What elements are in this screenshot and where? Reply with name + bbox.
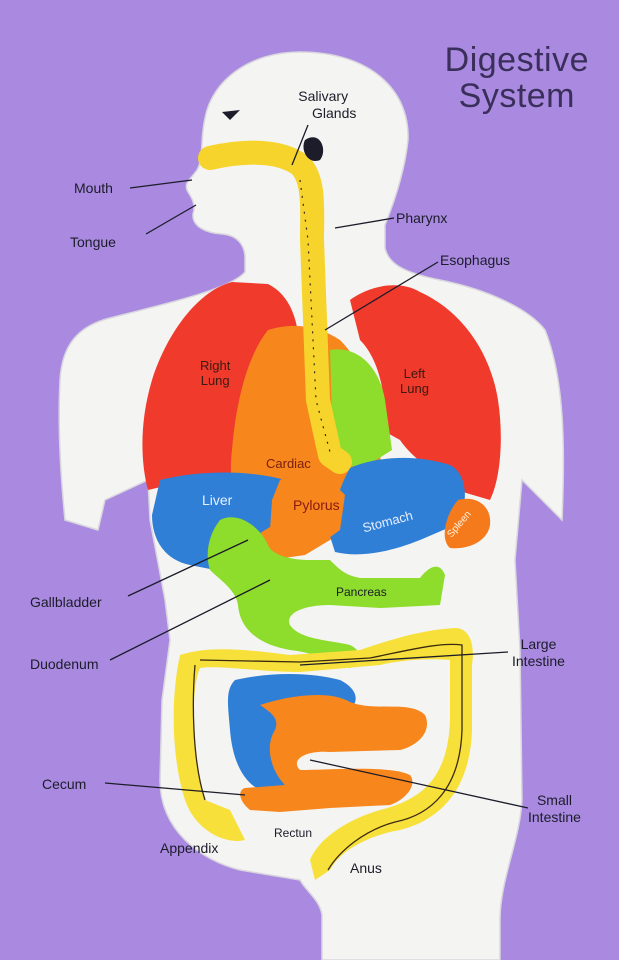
small-intestine-orange-shape: [240, 694, 428, 812]
upper-stomach-shape: [330, 349, 392, 470]
label-right-lung-line1: Right: [200, 358, 231, 373]
spleen-shape: [444, 498, 491, 549]
label-esophagus: Esophagus: [440, 252, 511, 268]
label-pylorus: Pylorus: [293, 497, 340, 513]
right-lung-shape: [142, 282, 300, 490]
label-duodenum: Duodenum: [30, 656, 99, 672]
title-line-2: System: [458, 77, 575, 115]
label-salivary-glands: Salivary Glands: [290, 88, 356, 122]
large-intestine-shape: [173, 628, 473, 880]
label-left-lung-line2: Lung: [400, 381, 429, 396]
esophagus-tube: [198, 140, 352, 474]
label-gallbladder: Gallbladder: [30, 594, 102, 610]
salivary-gland-dot: [303, 137, 324, 161]
label-tongue: Tongue: [70, 234, 116, 250]
title-line-1: Digestive: [444, 41, 589, 79]
stomach-shape: [328, 457, 465, 555]
label-right-lung-line2: Lung: [200, 373, 230, 388]
duodenum-pancreas-shape: [207, 517, 445, 668]
label-left-lung: Left Lung: [400, 366, 429, 396]
pylorus-shape: [270, 475, 345, 548]
label-small-intestine: Small Intestine: [528, 792, 581, 826]
label-mouth: Mouth: [74, 180, 113, 196]
label-anus: Anus: [350, 860, 382, 876]
label-rectum: Rectun: [274, 826, 313, 840]
left-lung-shape: [350, 285, 501, 500]
label-liver: Liver: [202, 492, 233, 508]
label-left-lung-line1: Left: [403, 366, 426, 381]
leader-lines: [104, 124, 529, 809]
diagram-title: Digestive System: [445, 42, 589, 114]
label-cecum: Cecum: [42, 776, 87, 792]
label-large-intestine: Large Intestine: [512, 636, 565, 670]
label-large-intestine-line2: Intestine: [512, 653, 565, 669]
label-salivary-line2: Glands: [312, 105, 357, 121]
label-pharynx: Pharynx: [396, 210, 448, 226]
label-right-lung: Right Lung: [200, 358, 230, 388]
label-small-intestine-line2: Intestine: [528, 809, 581, 825]
esophagus-ridges: [299, 179, 331, 453]
label-cardiac: Cardiac: [266, 456, 311, 471]
label-appendix: Appendix: [160, 840, 219, 856]
label-pancreas: Pancreas: [336, 585, 387, 599]
large-intestine-line: [192, 643, 463, 871]
label-salivary-line1: Salivary: [298, 88, 349, 104]
label-large-intestine-line1: Large: [520, 636, 557, 652]
label-small-intestine-line1: Small: [536, 792, 572, 808]
nose-eye-detail: [222, 110, 240, 120]
